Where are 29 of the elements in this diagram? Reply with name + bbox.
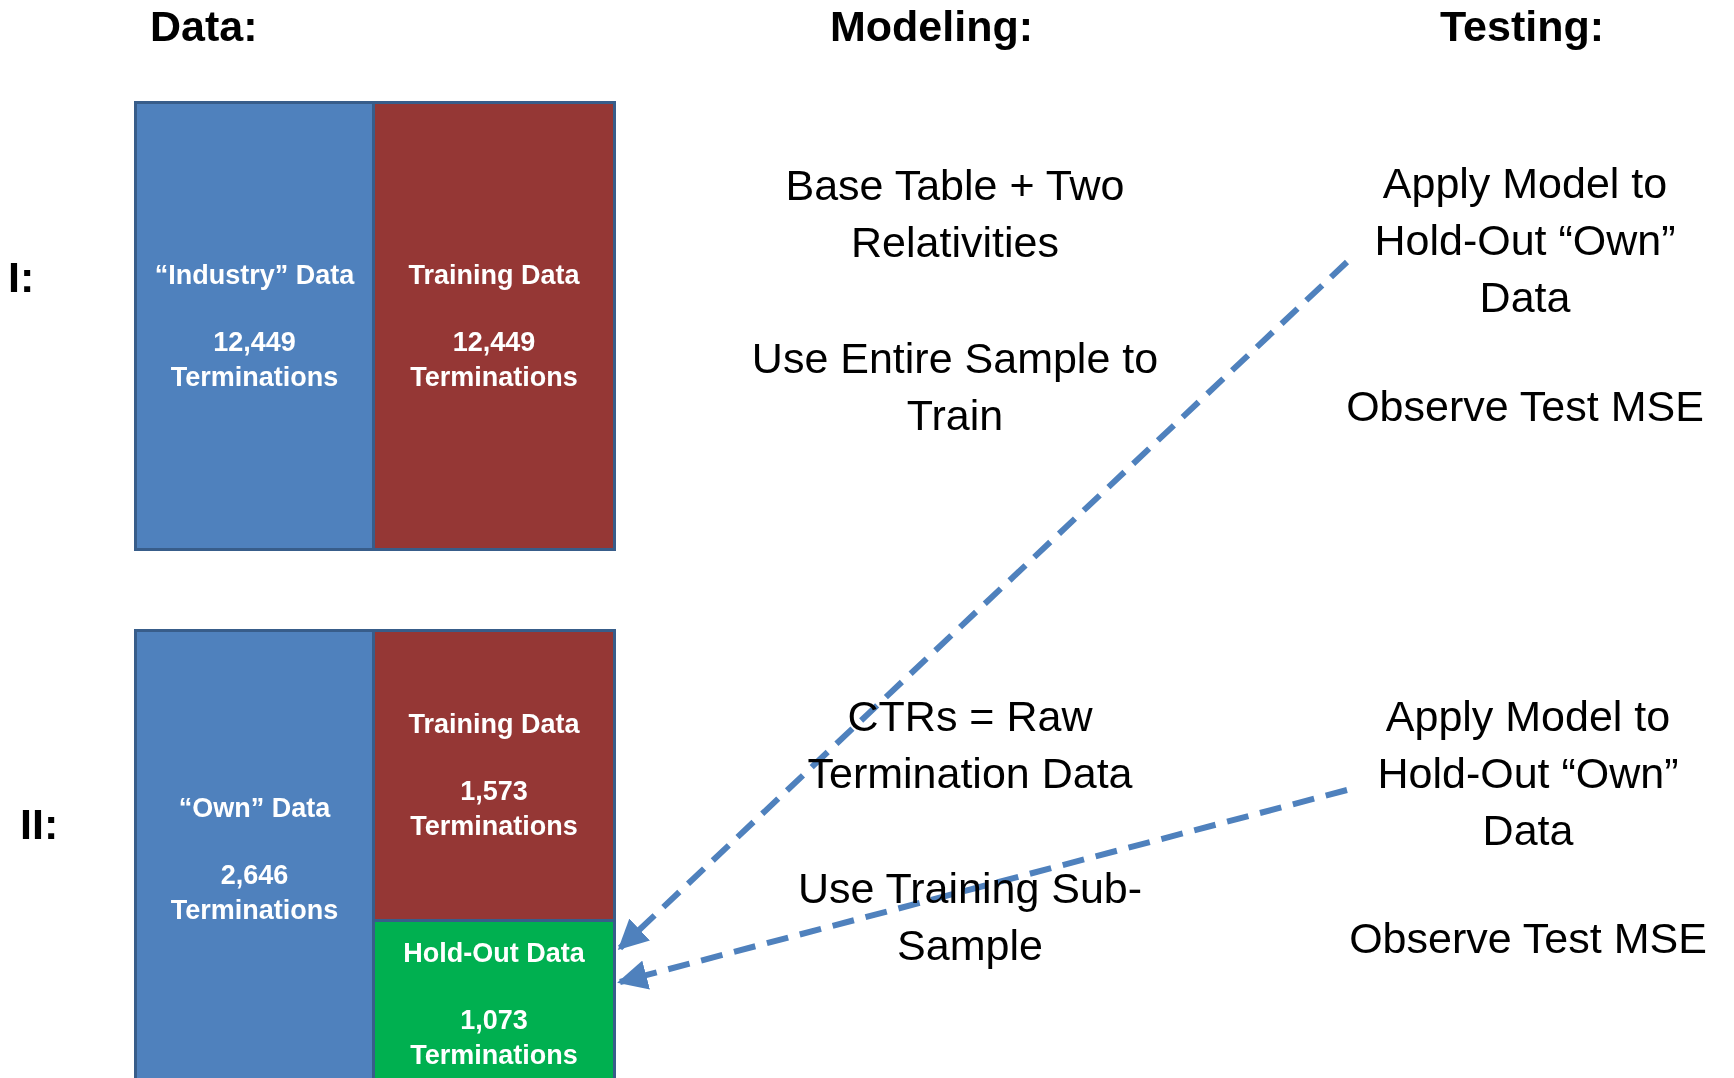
block-count: 1,573 Terminations [409,775,579,843]
column-heading: Data: [150,2,258,51]
step-text: Use Entire Sample to Train [750,333,1160,441]
block-title: Training Data [408,258,580,292]
step-text: Observe Test MSE [1345,381,1705,432]
dashed-arrow [617,259,1350,951]
data-block [134,629,375,1078]
dashed-arrow [617,787,1348,990]
block-title: “Own” Data [178,791,331,825]
block-count: 12,449 Terminations [409,325,579,394]
step-text: Apply Model to Hold-Out “Own” Data [1340,155,1710,326]
block-title: “Industry” Data [154,258,355,292]
block-count: 2,646 Terminations [169,858,340,927]
column-heading: Testing: [1440,2,1605,51]
column-heading: Modeling: [830,2,1033,51]
row-label: I: [8,253,35,302]
data-block [372,919,616,1078]
block-title: Hold-Out Data [403,936,585,970]
block-count: 1,073 Terminations [409,1003,579,1072]
step-text: Base Table + Two Relativities [784,160,1126,268]
step-text: CTRs = Raw Termination Data [806,691,1134,799]
block-title: Training Data [408,708,580,741]
step-text: Apply Model to Hold-Out “Own” Data [1343,688,1713,859]
data-block [134,101,375,551]
block-count: 12,449 Terminations [169,325,340,394]
data-block [372,629,616,922]
data-block [372,101,616,551]
row-label: II: [20,800,59,849]
step-text: Observe Test MSE [1348,913,1708,964]
